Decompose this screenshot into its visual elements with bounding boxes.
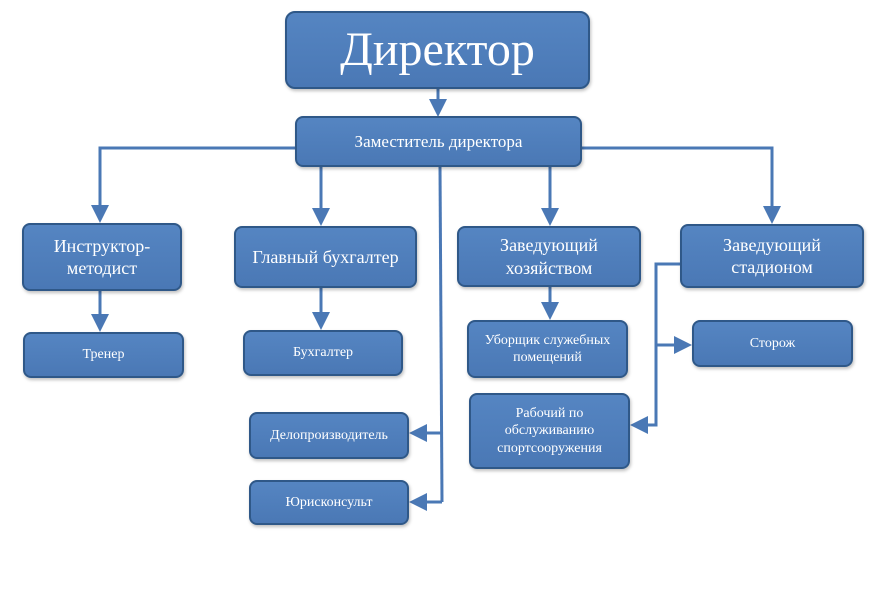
node-director-label: Директор xyxy=(340,23,535,76)
connector-deputy-trunk xyxy=(438,166,444,503)
node-worker-line-1: Рабочий по xyxy=(515,405,584,421)
node-clerk: Делопроизводитель xyxy=(249,412,409,459)
node-household-line-1: Заведующий xyxy=(500,235,598,255)
node-deputy-director: Заместитель директора xyxy=(295,116,582,167)
node-trainer: Тренер xyxy=(23,332,184,378)
node-household-line-2: хозяйством xyxy=(505,257,593,278)
node-chief-accountant: Главный бухгалтер xyxy=(234,226,417,288)
node-stadium-line-1: Заведующий xyxy=(723,234,821,255)
node-lawyer-label: Юрисконсульт xyxy=(285,494,373,510)
node-cleaner-line-2: помещений xyxy=(513,350,582,365)
node-stadium-head: Заведующий стадионом xyxy=(680,224,864,288)
connector-deputy-stadium xyxy=(582,146,781,224)
node-worker-line-2: обслуживанию xyxy=(504,423,595,439)
node-cleaner-line-1: Уборщик служебных xyxy=(484,332,611,348)
node-guard: Сторож xyxy=(692,320,853,367)
node-lawyer: Юрисконсульт xyxy=(249,480,409,525)
node-director: Директор xyxy=(285,11,590,89)
node-worker-line-3: спортсооружения xyxy=(497,440,602,456)
node-chief-accountant-label: Главный бухгалтер xyxy=(252,246,399,267)
node-household-head: Заведующий хозяйством xyxy=(457,226,641,287)
node-instructor-methodist: Инструктор- методист xyxy=(22,223,182,291)
node-deputy-director-label: Заместитель директора xyxy=(354,131,523,151)
node-instructor-line-1: Инструктор- xyxy=(53,235,151,256)
connector-deputy-instructor xyxy=(91,146,295,223)
node-clerk-label: Делопроизводитель xyxy=(270,427,388,443)
node-accountant-label: Бухгалтер xyxy=(292,345,354,361)
node-facility-worker: Рабочий по обслуживанию спортсооружения xyxy=(469,393,630,469)
node-office-cleaner: Уборщик служебных помещений xyxy=(467,320,628,378)
node-accountant: Бухгалтер xyxy=(243,330,403,376)
node-trainer-label: Тренер xyxy=(82,347,125,363)
node-stadium-line-2: стадионом xyxy=(731,257,813,277)
node-instructor-line-2: методист xyxy=(66,258,138,278)
node-guard-label: Сторож xyxy=(749,335,796,351)
